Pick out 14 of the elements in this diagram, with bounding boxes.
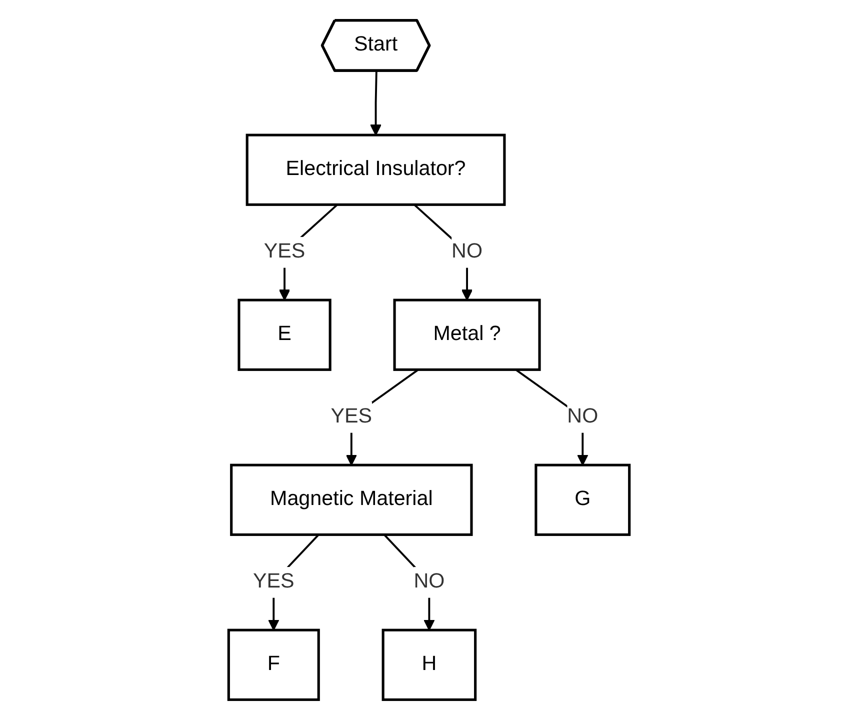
node-box: F (226, 628, 320, 700)
node-box: G (534, 463, 630, 536)
edge-label: NO (451, 240, 482, 262)
edge-label: YES (263, 240, 305, 262)
edge-label: YES (330, 405, 372, 428)
node-box: H (381, 628, 476, 700)
arrow (370, 70, 381, 136)
edge-label: YES (252, 570, 294, 592)
node-box: Metal ? (392, 298, 540, 370)
edge-label: NO (566, 405, 598, 428)
node-box: E (237, 298, 331, 370)
node-box: Magnetic Material (230, 463, 472, 536)
node-box: Electrical Insulator? (245, 133, 506, 206)
edge-label: NO (413, 570, 444, 592)
